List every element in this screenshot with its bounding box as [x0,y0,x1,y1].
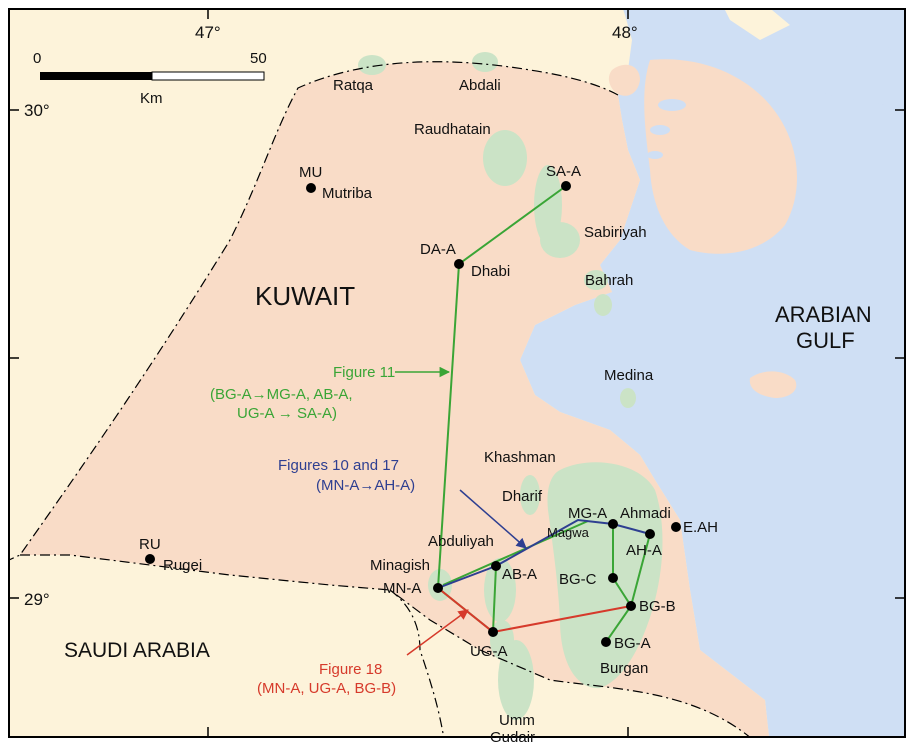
figure-10-line1: (MN-A→AH-A) [316,477,415,494]
well-label-e-ah: E.AH [683,519,718,536]
field-label-dhabi: Dhabi [471,263,510,280]
scale-bar-start: 0 [33,50,41,67]
field-label-khashman: Khashman [484,449,556,466]
region-gulf-line2: GULF [796,328,855,353]
field-label-abduliyah: Abduliyah [428,533,494,550]
arabian-gulf-sea [520,9,905,737]
well-mu [306,183,316,193]
field-label-ratqa: Ratqa [333,77,374,94]
well-ug-a [488,627,498,637]
well-label-ah-a: AH-A [626,542,662,559]
well-e-ah [671,522,681,532]
field-label-abdali: Abdali [459,77,501,94]
figure-18-line1: (MN-A, UG-A, BG-B) [257,680,396,697]
field-label-sabiriyah: Sabiriyah [584,224,647,241]
well-label-mn-a: MN-A [383,580,421,597]
field-dharif [520,475,540,515]
region-kuwait: KUWAIT [255,281,355,311]
border-kuwait-iraq [9,61,619,561]
field-label-rugei: Rugei [163,557,202,574]
well-ah-a [645,529,655,539]
border-neutral-zone-west [389,589,445,737]
figure-11-line1: (BG-A→MG-A, AB-A, [210,386,353,403]
well-label-ug-a: UG-A [470,643,508,660]
region-gulf-line1: ARABIAN [775,302,872,327]
field-label-dharif: Dharif [502,488,543,505]
oil-fields [358,52,663,720]
coordinate-ticks [9,9,905,737]
map-frame [8,8,906,738]
scale-bar: 0 50 Km [33,50,267,107]
field-label-mutriba: Mutriba [322,185,373,202]
figure-11-title: Figure 11 [333,364,395,381]
warbah-island [608,64,640,96]
field-label-medina: Medina [604,367,654,384]
failaka-island [749,371,797,398]
field-label-ahmadi: Ahmadi [620,505,671,522]
field-label-gudair: Gudair [490,729,535,746]
field-bahrah-2 [594,294,612,316]
well-da-a [454,259,464,269]
lat-29-label: 29° [24,590,50,609]
field-abduliyah [484,558,516,622]
well-label-mu: MU [299,164,322,181]
well-label-da-a: DA-A [420,241,456,258]
well-label-mg-a: MG-A [568,505,607,522]
bubiyan-inlet-1 [658,99,686,111]
bubiyan-inlet-2 [650,125,670,135]
well-sa-a [561,181,571,191]
lon-48-label: 48° [612,23,638,42]
field-label-magwa: Magwa [547,525,590,540]
well-ab-a [491,561,501,571]
figure-18-title: Figure 18 [319,661,382,678]
well-bg-c [608,573,618,583]
field-burgan-magwa-ahmadi [547,462,663,689]
well-label-ru: RU [139,536,161,553]
well-label-bg-c: BG-C [559,571,597,588]
well-ru [145,554,155,564]
well-mn-a [433,583,443,593]
well-mg-a [608,519,618,529]
region-saudi-arabia: SAUDI ARABIA [64,639,210,662]
field-umm-gudair [498,640,534,720]
scale-bar-unit: Km [140,90,163,107]
lat-30-label: 30° [24,101,50,120]
well-bg-b [626,601,636,611]
well-label-bg-a: BG-A [614,635,651,652]
field-ratqa [358,55,386,75]
figure-11-line2: UG-A → SA-A) [237,405,337,422]
field-label-bahrah: Bahrah [585,272,633,289]
figure-10-title: Figures 10 and 17 [278,457,399,474]
scale-bar-end: 50 [250,50,267,67]
iraq-delta-land [724,9,790,40]
bubiyan-inlet-3 [647,151,663,159]
well-label-bg-b: BG-B [639,598,676,615]
figure-10-arrow [459,489,527,549]
figure-18-arrow [406,609,469,656]
well-label-sa-a: SA-A [546,163,581,180]
field-abdali [472,52,498,72]
field-medina [620,388,636,408]
north-estuary [856,9,905,63]
well-label-ab-a: AB-A [502,566,537,583]
field-label-raudhatain: Raudhatain [414,121,491,138]
field-raudhatain [483,130,527,186]
field-bahrah [584,270,608,290]
well-bg-a [601,637,611,647]
shatt-al-arab [672,9,905,109]
figure-10-17-line [437,518,651,589]
wells [145,181,681,647]
field-label-burgan: Burgan [600,660,648,677]
field-label-umm: Umm [499,712,535,729]
field-label-minagish: Minagish [370,557,430,574]
field-sabiriyah-south [540,222,580,258]
lon-47-label: 47° [195,23,221,42]
